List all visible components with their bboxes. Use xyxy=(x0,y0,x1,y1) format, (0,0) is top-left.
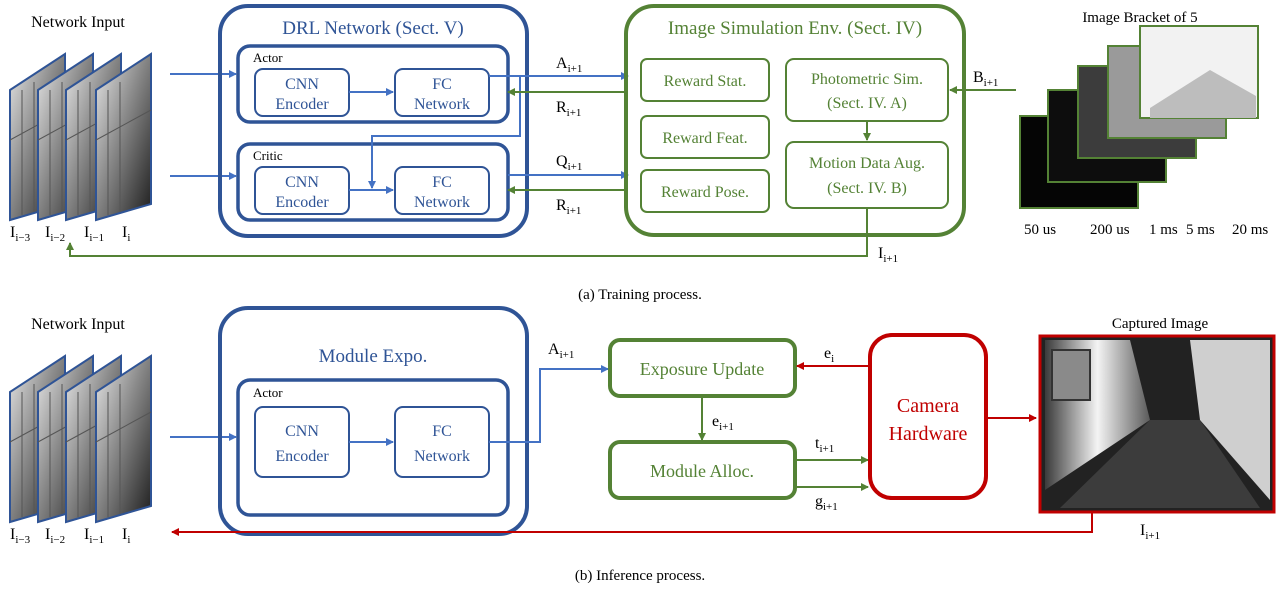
reward-stat-label: Reward Stat. xyxy=(664,73,747,90)
inference-network-input-title: Network Input xyxy=(31,316,125,333)
inference-cnn-encoder xyxy=(254,406,350,478)
actor-label: Actor xyxy=(253,50,283,65)
arrow-action-to-exposure xyxy=(489,365,609,443)
frame-label: I xyxy=(45,224,50,241)
sim-env-box xyxy=(624,4,966,237)
captured-wall-right xyxy=(1190,340,1270,500)
critic-cnn-line2: Encoder xyxy=(275,194,329,211)
training-frame-4 xyxy=(95,52,152,222)
inference-frame-4 xyxy=(95,354,152,524)
signal-g: gi+1 xyxy=(815,493,838,513)
captured-image-title: Captured Image xyxy=(1112,316,1209,332)
actor-fc-line1: FC xyxy=(432,76,452,93)
frame-label-sub: i−1 xyxy=(89,232,104,244)
module-alloc-label: Module Alloc. xyxy=(650,461,754,481)
photometric-line2: (Sect. IV. A) xyxy=(827,95,907,112)
reward-stat-box xyxy=(640,58,770,102)
frame-label: I xyxy=(84,224,89,241)
inference-section: Network Input Ii−3 Ii−2 Ii−1 Ii xyxy=(9,306,1276,584)
signal-e-next: ei+1 xyxy=(712,413,734,433)
sim-env-title: Image Simulation Env. (Sect. IV) xyxy=(668,18,922,39)
training-input-frames xyxy=(9,52,152,222)
frame-label: I xyxy=(10,224,15,241)
frame-label-sub: i−2 xyxy=(50,232,65,244)
reward-feat-label: Reward Feat. xyxy=(662,130,747,147)
captured-poster xyxy=(1051,349,1091,401)
signal-A-infer: Ai+1 xyxy=(548,341,574,361)
reward-pose-box xyxy=(640,169,770,213)
inference-fc-line2: Network xyxy=(414,448,470,465)
inference-actor-box xyxy=(236,378,510,517)
drl-network-title: DRL Network (Sect. V) xyxy=(282,18,464,39)
image-bracket xyxy=(1019,25,1259,209)
captured-floor xyxy=(1060,420,1260,508)
inference-input-frames xyxy=(9,354,152,524)
actor-fc-line2: Network xyxy=(414,96,470,113)
critic-fc-network xyxy=(394,166,490,215)
inference-cnn-line2: Encoder xyxy=(275,448,329,465)
frame-label-sub: i xyxy=(127,232,130,244)
inference-caption: (b) Inference process. xyxy=(575,568,705,584)
signal-Q: Qi+1 xyxy=(556,153,582,173)
exposure-update-label: Exposure Update xyxy=(640,359,764,379)
critic-label: Critic xyxy=(253,148,283,163)
bracket-title: Image Bracket of 5 xyxy=(1082,10,1197,26)
signal-R-critic: Ri+1 xyxy=(556,197,581,217)
actor-cnn-line1: CNN xyxy=(285,76,319,93)
module-alloc-box xyxy=(608,440,797,500)
training-caption: (a) Training process. xyxy=(578,287,702,303)
signal-I-train: Ii+1 xyxy=(878,245,898,265)
critic-fc-line1: FC xyxy=(432,174,452,191)
exposure-labels: 50 us 200 us 1 ms 5 ms 20 ms xyxy=(1024,222,1268,238)
actor-cnn-line2: Encoder xyxy=(275,96,329,113)
captured-image xyxy=(1038,334,1276,514)
inference-frame-labels: Ii−3 Ii−2 Ii−1 Ii xyxy=(10,526,130,547)
motion-line2: (Sect. IV. B) xyxy=(827,180,907,197)
training-network-input-title: Network Input xyxy=(31,14,125,31)
bracket-floor xyxy=(1150,70,1256,118)
signal-B: Bi+1 xyxy=(973,69,998,89)
signal-R-actor: Ri+1 xyxy=(556,99,581,119)
motion-line1: Motion Data Aug. xyxy=(809,155,925,172)
actor-box xyxy=(236,44,510,124)
reward-pose-label: Reward Pose. xyxy=(661,184,749,201)
frame-label-sub: i−3 xyxy=(15,232,30,244)
arrow-next-frame-feedback xyxy=(66,208,868,257)
photometric-line1: Photometric Sim. xyxy=(811,71,923,88)
reward-feat-box xyxy=(640,115,770,159)
frame-label: I xyxy=(122,224,127,241)
critic-cnn-line1: CNN xyxy=(285,174,319,191)
inference-fc-network xyxy=(394,406,490,478)
drl-network-box xyxy=(218,4,529,238)
signal-A-train: Ai+1 xyxy=(556,55,582,75)
module-expo-box xyxy=(218,306,529,536)
camera-hardware-box xyxy=(868,333,988,500)
camera-line1: Camera xyxy=(897,395,959,417)
arrow-captured-feedback xyxy=(171,512,1093,536)
critic-fc-line2: Network xyxy=(414,194,470,211)
inference-fc-line1: FC xyxy=(432,423,452,440)
signal-t: ti+1 xyxy=(815,435,834,455)
actor-fc-network xyxy=(394,68,490,117)
camera-line2: Hardware xyxy=(889,423,968,445)
module-expo-title: Module Expo. xyxy=(319,346,428,367)
inference-actor-label: Actor xyxy=(253,385,283,400)
inference-cnn-line1: CNN xyxy=(285,423,319,440)
signal-e: ei xyxy=(824,345,834,365)
training-section: Network Input Ii−3 Ii−2 Ii−1 xyxy=(9,4,1268,303)
signal-I-infer: Ii+1 xyxy=(1140,522,1160,542)
training-frame-labels: Ii−3 Ii−2 Ii−1 Ii xyxy=(10,224,130,245)
motion-aug-box xyxy=(785,141,949,209)
